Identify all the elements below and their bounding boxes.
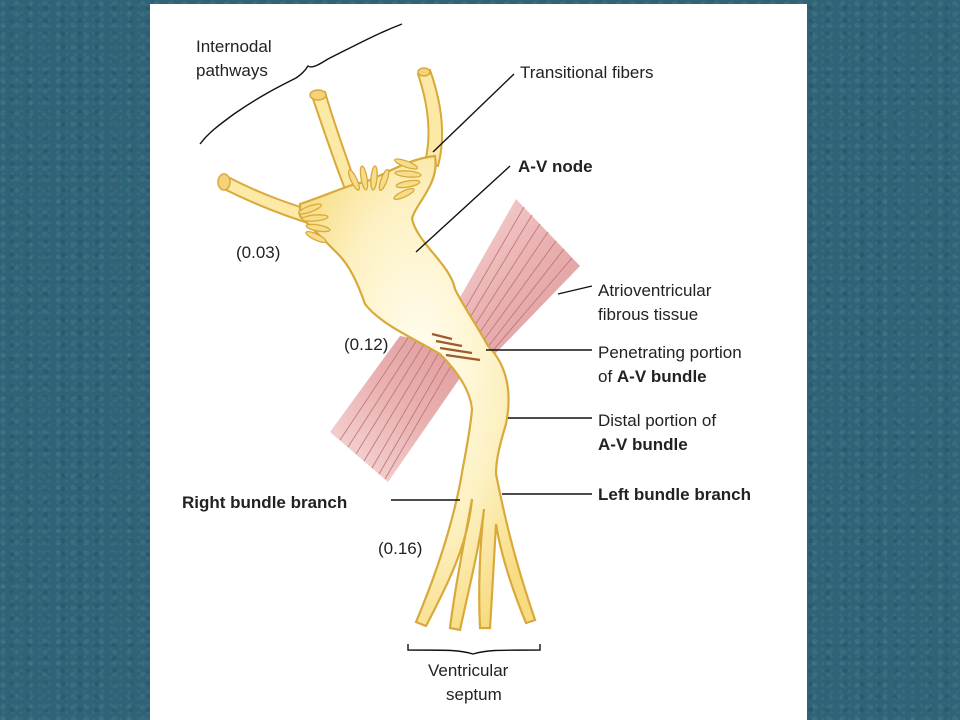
internodal-bracket [199, 23, 403, 145]
time-012-label: (0.12) [344, 335, 388, 354]
conduction-system-diagram: Internodal pathways Transitional fibers … [182, 23, 751, 704]
transitional-fibers-left [298, 203, 331, 244]
leader-lines [391, 73, 593, 501]
penetrating-portion [431, 332, 481, 362]
av-node-body [298, 154, 537, 632]
conduction-system [217, 67, 537, 632]
diagram-panel: Internodal pathways Transitional fibers … [150, 4, 807, 720]
atrioventricular-label-2: fibrous tissue [598, 305, 698, 324]
time-016-label: (0.16) [378, 539, 422, 558]
transitional-fibers-right [393, 158, 422, 201]
penetrating-label-1: Penetrating portion [598, 343, 742, 362]
fibrous-tissue-lower [330, 336, 480, 482]
transitional-fibers-label: Transitional fibers [520, 63, 654, 82]
time-003-label: (0.03) [236, 243, 280, 262]
distal-label-2: A-V bundle [598, 435, 688, 454]
fibrous-tissue-upper [446, 199, 580, 357]
septum-bracket [407, 644, 541, 655]
ventricular-label-1: Ventricular [428, 661, 509, 680]
distal-label-1: Distal portion of [598, 411, 716, 430]
ventricular-label-2: septum [446, 685, 502, 704]
internodal-label-2: pathways [196, 61, 268, 80]
penetrating-label-of: of [598, 367, 617, 386]
atrioventricular-label-1: Atrioventricular [598, 281, 712, 300]
penetrating-label-bundle: A-V bundle [617, 367, 707, 386]
internodal-label-1: Internodal [196, 37, 272, 56]
internodal-pathway-right [416, 68, 444, 168]
transitional-fibers-middle [347, 165, 390, 192]
left-bundle-branch-label: Left bundle branch [598, 485, 751, 504]
penetrating-label-2: of A-V bundle [598, 367, 707, 386]
av-node-label: A-V node [518, 157, 593, 176]
right-bundle-branch-label: Right bundle branch [182, 493, 347, 512]
